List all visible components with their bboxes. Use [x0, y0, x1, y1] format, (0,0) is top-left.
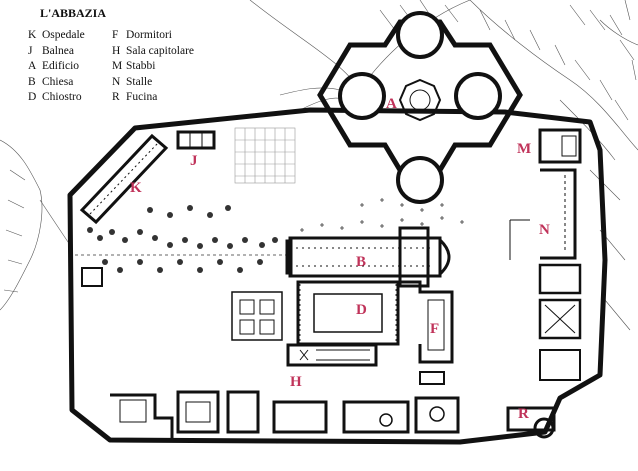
legend-name: Fucina — [126, 91, 158, 104]
legend-left: K Ospedale J Balnea A Edificio B Chiesa D Chi… — [28, 28, 85, 106]
balnea-building — [176, 130, 216, 150]
label-F: F — [430, 321, 439, 337]
legend-code: R — [112, 91, 120, 104]
legend-code: H — [112, 44, 121, 57]
label-B: B — [356, 254, 366, 270]
legend-code: N — [112, 75, 121, 88]
label-M: M — [517, 141, 531, 157]
label-N: N — [539, 222, 550, 238]
legend-name: Chiesa — [42, 75, 74, 88]
garden-dots — [87, 205, 278, 273]
label-A: A — [386, 96, 397, 112]
legend-name: Ospedale — [42, 29, 85, 41]
legend-item: A Edificio — [28, 59, 85, 75]
ospedale-building — [79, 133, 169, 287]
legend-item: N Stalle — [112, 75, 194, 91]
label-K: K — [130, 180, 142, 196]
label-D: D — [356, 302, 367, 318]
legend-item: D Chiostro — [28, 90, 85, 106]
cross-markers — [300, 198, 464, 232]
label-H: H — [290, 374, 302, 390]
legend-name: Stabbi — [126, 60, 156, 73]
fucina-building — [506, 406, 556, 439]
legend-name: Chiostro — [42, 91, 82, 104]
legend-code: F — [112, 29, 119, 41]
kitchen-garden — [234, 127, 296, 184]
chiesa-building — [285, 226, 451, 288]
legend-code: D — [28, 91, 37, 104]
legend-item: J Balnea — [28, 44, 85, 60]
sala-capitolare-building — [286, 343, 378, 367]
dormitori-building — [400, 280, 454, 364]
legend-code: B — [28, 75, 36, 88]
southern-buildings — [110, 371, 460, 440]
legend-name: Stalle — [126, 75, 153, 88]
legend-code: K — [28, 29, 37, 41]
legend-code: J — [28, 44, 33, 57]
legend-item: F Dormitori — [112, 28, 194, 44]
label-R: R — [518, 406, 529, 422]
legend-name: Edificio — [42, 60, 80, 73]
legend-code: M — [112, 60, 123, 73]
chiostro-cloister — [296, 280, 400, 346]
legend-name: Sala capitolare — [126, 44, 195, 57]
aedificium-building — [317, 11, 523, 204]
legend-item: B Chiesa — [28, 75, 85, 91]
legend-code: A — [28, 60, 37, 73]
outer-enclosure-wall — [67, 107, 608, 445]
legend-item: H Sala capitolare — [112, 44, 194, 60]
legend-item: K Ospedale — [28, 28, 85, 44]
herb-garden — [231, 291, 283, 341]
legend-item: R Fucina — [112, 90, 194, 106]
label-J: J — [190, 153, 198, 169]
legend-name: Balnea — [42, 44, 74, 57]
map-title: L'ABBAZIA — [40, 6, 107, 20]
left-hillside — [0, 139, 71, 311]
legend-name: Dormitori — [126, 29, 172, 41]
stabbi-stalle-buildings — [509, 128, 582, 381]
